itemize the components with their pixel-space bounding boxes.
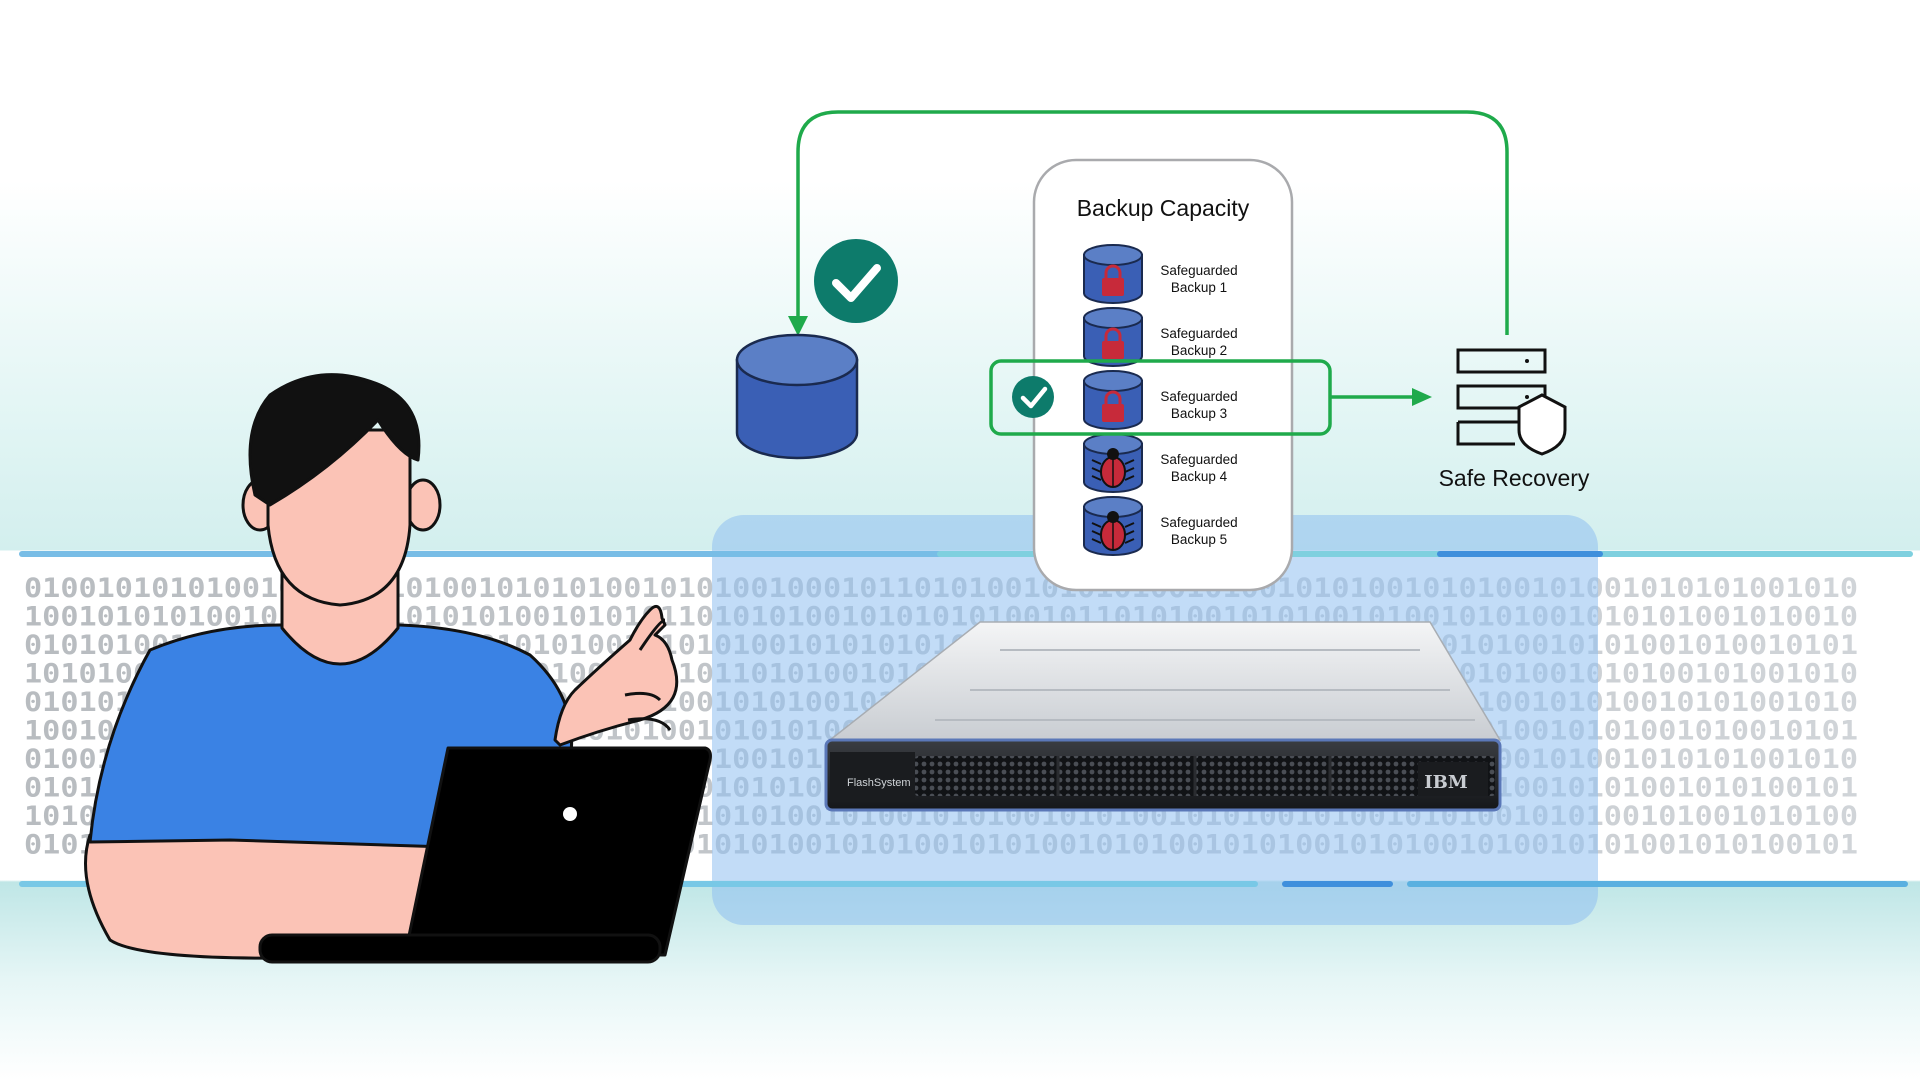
laptop-base [258, 933, 662, 964]
safe-recovery-label: Safe Recovery [1439, 465, 1590, 491]
lock-icon [1102, 327, 1124, 359]
recovery-loop-arrow [796, 110, 1509, 335]
backup-name-line2: Backup 1 [1171, 280, 1227, 295]
hair [248, 373, 421, 507]
flashsystem-storage-device: FlashSystem IBM [824, 621, 1502, 812]
backup-name-line1: Safeguarded [1160, 452, 1237, 467]
backup-name-line2: Backup 2 [1171, 343, 1227, 358]
backup-name-line1: Safeguarded [1160, 263, 1237, 278]
ibm-logo: IBM [1424, 772, 1468, 793]
backup-capacity-title: Backup Capacity [1077, 195, 1250, 221]
restored-database-icon [735, 333, 859, 460]
backup-name-line1: Safeguarded [1160, 326, 1237, 341]
lock-icon [1102, 264, 1124, 296]
verified-check-icon [814, 239, 898, 323]
malware-bug-icon [1091, 448, 1135, 488]
lock-icon [1102, 390, 1124, 422]
backup-name-line2: Backup 5 [1171, 532, 1227, 547]
backup-name-line1: Safeguarded [1160, 515, 1237, 530]
laptop-camera [563, 807, 577, 821]
safe-recovery-server-icon [1456, 348, 1567, 456]
recovery-arrow-head [788, 316, 808, 336]
flashsystem-model-label: FlashSystem [847, 777, 911, 789]
laptop-lid [403, 746, 712, 957]
malware-bug-icon [1091, 511, 1135, 551]
backup-name-line1: Safeguarded [1160, 389, 1237, 404]
backup-name-line2: Backup 3 [1171, 406, 1227, 421]
backup-name-line2: Backup 4 [1171, 469, 1228, 484]
person-illustration [84, 373, 712, 964]
restore-arrow [1330, 388, 1432, 406]
